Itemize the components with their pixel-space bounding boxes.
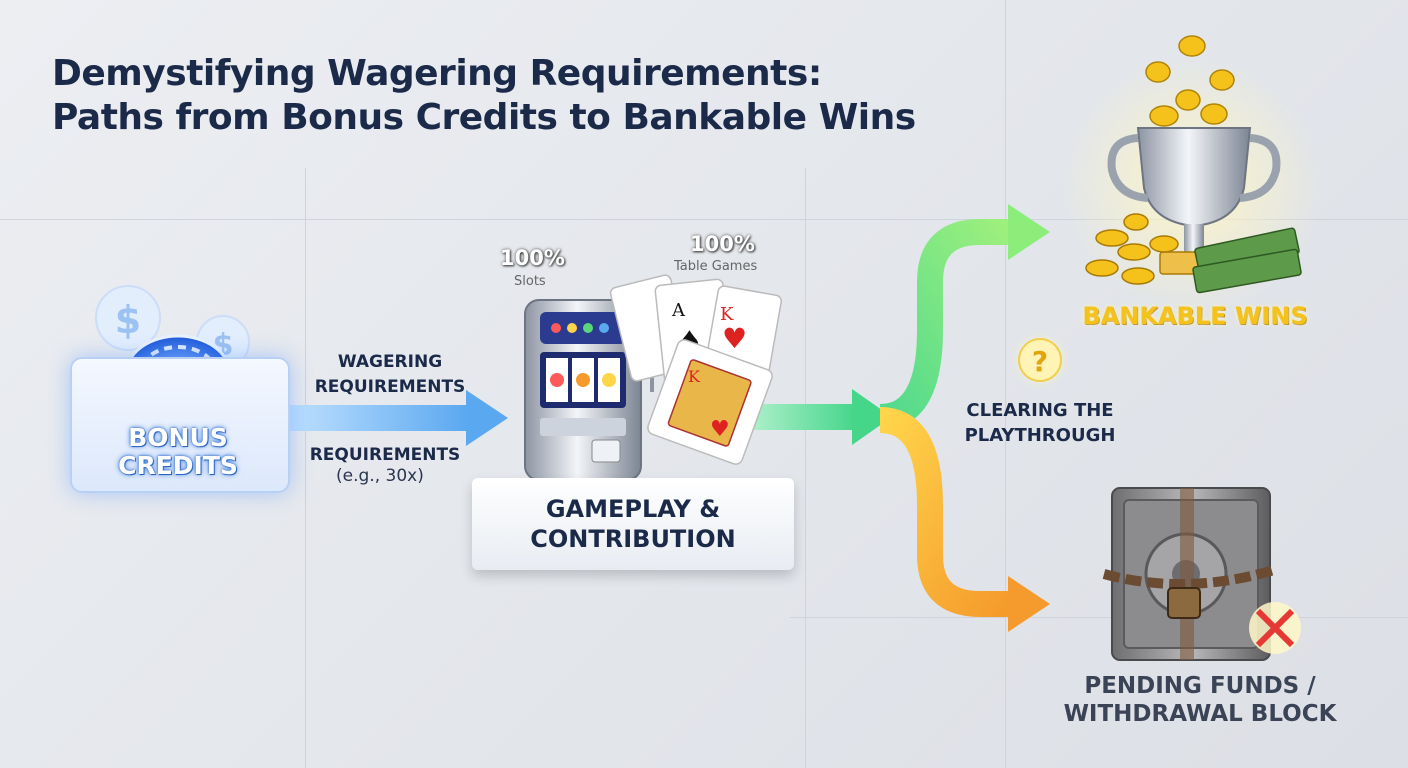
bonus-credits-label: BONUS CREDITS	[70, 424, 286, 480]
clearing-line-2: PLAYTHROUGH	[964, 425, 1116, 446]
wagering-line-1: WAGERING	[337, 352, 443, 372]
gameplay-line-1: GAMEPLAY &	[545, 495, 721, 523]
trophy-icon	[1062, 35, 1322, 315]
svg-text:A: A	[671, 300, 686, 321]
slot-machine-icon	[524, 299, 660, 481]
requirements-label: REQUIREMENTS	[305, 444, 465, 466]
bonus-line-1: BONUS	[128, 423, 228, 452]
requirements-line: REQUIREMENTS	[309, 445, 461, 465]
page-title: Demystifying Wagering Requirements: Path…	[52, 52, 916, 140]
svg-text:K: K	[688, 367, 701, 386]
clearing-playthrough-label: CLEARING THE PLAYTHROUGH	[950, 398, 1130, 448]
grid-line	[0, 219, 1408, 220]
svg-text:♥: ♥	[710, 417, 730, 442]
gameplay-platform	[472, 478, 794, 570]
up-branch-arrow	[879, 219, 1012, 430]
title-line-1: Demystifying Wagering Requirements:	[52, 53, 822, 94]
pending-funds-label: PENDING FUNDS / WITHDRAWAL BLOCK	[1050, 672, 1350, 728]
grid-line	[305, 168, 306, 768]
bankable-wins-label: BANKABLE WINS	[1082, 302, 1308, 330]
wagering-line-2: REQUIREMENTS	[314, 377, 466, 397]
svg-text:$: $	[115, 298, 141, 342]
down-arrow-head	[1008, 576, 1050, 632]
grid-line	[1005, 0, 1006, 768]
locked-vault-icon	[1102, 487, 1301, 661]
svg-text:K: K	[720, 304, 734, 325]
svg-text:?: ?	[1032, 345, 1048, 378]
table-games-percent: 100%	[690, 232, 755, 256]
title-line-2: Paths from Bonus Credits to Bankable Win…	[52, 97, 916, 138]
slots-percent: 100%	[500, 246, 565, 270]
clearing-line-1: CLEARING THE	[966, 400, 1114, 421]
wagering-label: WAGERING REQUIREMENTS	[305, 350, 475, 400]
multiplier-example: (e.g., 30x)	[336, 466, 424, 486]
bonus-credits-card	[70, 357, 290, 493]
up-arrow-head	[1008, 204, 1050, 260]
down-branch-arrow	[879, 407, 1012, 617]
playing-cards-icon: A ♠ K ♥ K ♥	[609, 274, 782, 465]
pending-line-1: PENDING FUNDS /	[1084, 673, 1316, 699]
bonus-line-2: CREDITS	[118, 451, 238, 480]
svg-text:♥: ♥	[722, 322, 747, 355]
question-icon: ?	[1010, 330, 1070, 390]
table-games-label: Table Games	[674, 259, 758, 274]
blue-arrow	[288, 390, 508, 446]
gameplay-line-2: CONTRIBUTION	[530, 525, 736, 553]
gameplay-label: GAMEPLAY & CONTRIBUTION	[472, 494, 794, 554]
grid-line	[790, 617, 1408, 618]
slots-label: Slots	[514, 274, 546, 289]
pending-line-2: WITHDRAWAL BLOCK	[1063, 701, 1337, 727]
grid-line	[805, 168, 806, 768]
